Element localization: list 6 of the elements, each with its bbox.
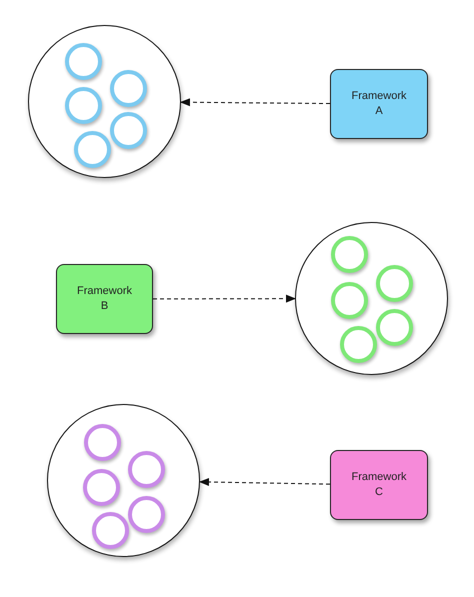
framework-box <box>330 69 428 139</box>
box-label: Framework B <box>76 284 133 314</box>
framework-box <box>56 264 153 334</box>
framework-box <box>330 450 428 520</box>
box-label: Framework A <box>350 89 408 119</box>
box-label: Framework C <box>350 470 408 500</box>
